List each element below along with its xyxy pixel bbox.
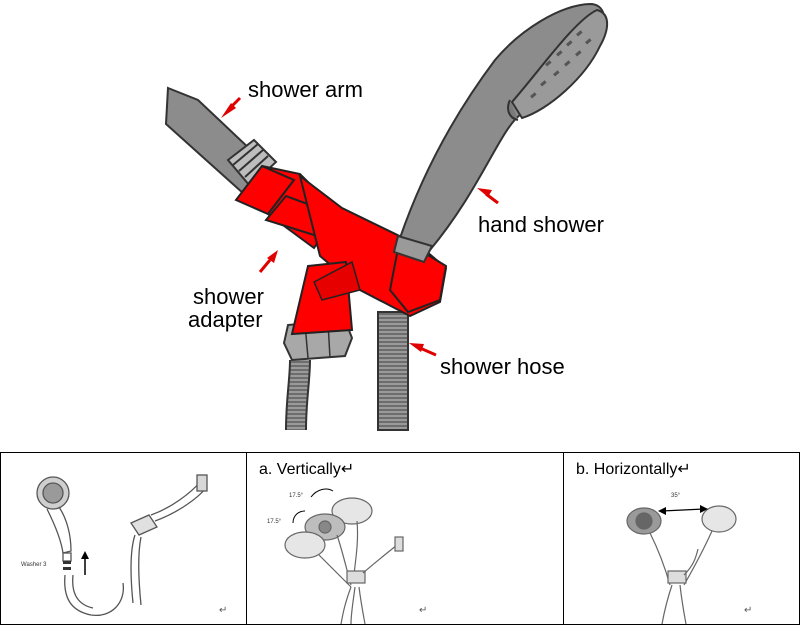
- panel-horizontally-title: b. Horizontally↵: [576, 461, 691, 478]
- shower-adapter-body: [234, 164, 448, 336]
- panel-vertically: a. Vertically↵: [246, 452, 564, 625]
- main-diagram: shower arm hand shower shower adapter sh…: [164, 2, 609, 431]
- washer-label: Washer 3: [21, 562, 47, 568]
- installation-sketch: [36, 474, 208, 616]
- panel-vertically-title: a. Vertically↵: [259, 461, 355, 478]
- installation-panels: Washer 3 ↵ a. Vertically↵: [0, 452, 800, 627]
- angle-label-top: 17.5°: [289, 493, 304, 499]
- return-mark-2: ↵: [419, 605, 428, 616]
- hose-right: [377, 311, 409, 431]
- angle-label-horizontal: 35°: [671, 493, 681, 499]
- hand-shower-body: [392, 2, 609, 264]
- shower-hose-label: shower hose: [440, 354, 565, 379]
- return-mark-1: ↵: [219, 605, 228, 616]
- panel-installation: Washer 3 ↵: [0, 452, 247, 625]
- horizontal-adjust-sketch: [626, 505, 737, 624]
- hand-shower-label: hand shower: [478, 212, 604, 237]
- hose-left: [282, 318, 354, 431]
- shower-adapter-label-line2: adapter: [188, 307, 263, 332]
- shower-assembly-illustration: [164, 2, 609, 431]
- return-mark-3: ↵: [744, 605, 753, 616]
- angle-label-bottom: 17.5°: [267, 519, 282, 525]
- shower-arm-label: shower arm: [248, 77, 363, 102]
- shower-adapter-label-line1: shower: [193, 284, 264, 309]
- label-arrows: [221, 96, 499, 357]
- shower-arm-pipe: [164, 86, 278, 196]
- vertical-adjust-sketch: [284, 488, 404, 624]
- panel-horizontally: b. Horizontally↵ 35° ↵: [563, 452, 800, 625]
